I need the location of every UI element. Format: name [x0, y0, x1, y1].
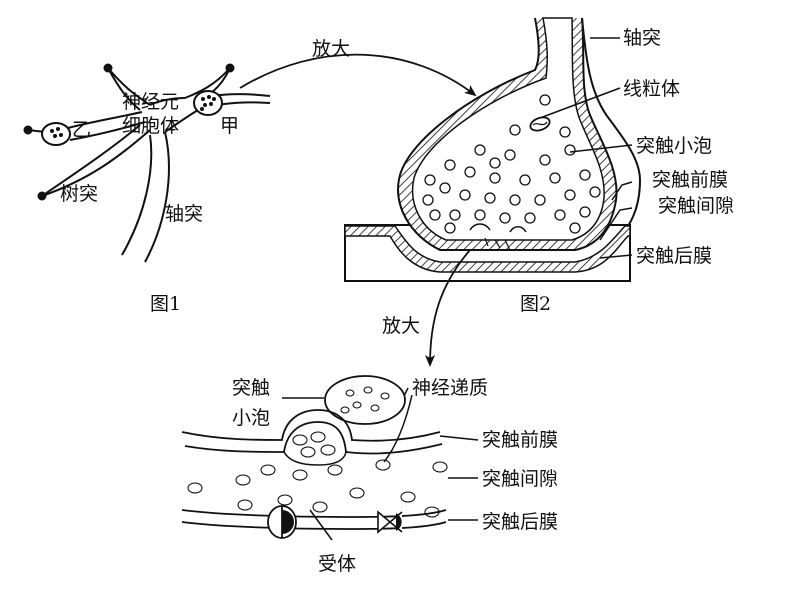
label-synapse-b: 乙 — [72, 119, 91, 141]
label-zoom-top: 放大 — [312, 38, 350, 60]
label-cell-body-2: 细胞体 — [122, 115, 179, 137]
neurotransmitters-in-cleft — [187, 459, 448, 518]
label-vesicle-fig2: 突触小泡 — [636, 135, 712, 157]
figure-2-synapse — [344, 17, 642, 282]
label-zoom-mid: 放大 — [382, 315, 420, 337]
label-axon-fig1: 轴突 — [165, 203, 203, 225]
receptor-1 — [267, 505, 297, 539]
label-post-membrane-fig3: 突触后膜 — [482, 511, 558, 533]
label-axon-fig2: 轴突 — [623, 27, 661, 49]
neuron-process-upper-left — [107, 67, 151, 106]
label-synapse-a: 甲 — [220, 115, 239, 137]
label-cell-body-1: 神经元 — [122, 91, 179, 113]
zoom-arrow-mid — [425, 249, 471, 367]
neuron-axon — [121, 134, 153, 256]
dendrite-tip — [225, 63, 235, 73]
zoom-arrow-top — [239, 53, 477, 97]
dendrite-tip — [37, 191, 47, 201]
neuron-dendrite — [41, 124, 141, 197]
figure-3-cleft — [181, 375, 448, 539]
presynaptic-cytoplasm — [411, 17, 605, 241]
synapse-a — [193, 90, 223, 116]
vesicle-in-pocket — [292, 431, 336, 458]
post-membrane-detail — [181, 509, 447, 518]
label-cleft-fig3: 突触间隙 — [482, 468, 558, 490]
vesicle-detail — [324, 375, 406, 425]
label-cleft-fig2: 突触间隙 — [658, 195, 734, 217]
label-post-membrane-fig2: 突触后膜 — [636, 245, 712, 267]
caption-figure-2: 图2 — [520, 293, 551, 315]
caption-figure-1: 图1 — [150, 293, 181, 315]
label-receptor: 受体 — [318, 553, 356, 575]
postsynaptic-membrane — [344, 225, 631, 273]
label-pre-membrane-fig2: 突触前膜 — [652, 169, 728, 191]
dendrite-tip — [103, 63, 113, 73]
label-dendrite: 树突 — [60, 183, 98, 205]
label-vesicle-fig3-2: 小泡 — [232, 407, 270, 429]
synaptic-vesicles — [422, 94, 601, 234]
label-mitochondrion: 线粒体 — [623, 78, 680, 100]
neuron-process-upper-right — [184, 67, 231, 99]
label-neurotransmitter: 神经递质 — [412, 377, 488, 399]
synapse-b — [41, 122, 71, 146]
receptor-2 — [377, 510, 403, 534]
pre-membrane-detail — [181, 409, 441, 442]
label-vesicle-fig3-1: 突触 — [232, 377, 270, 399]
label-pre-membrane-fig3: 突触前膜 — [482, 429, 558, 451]
neurotransmitters-in-vesicle — [340, 386, 390, 414]
